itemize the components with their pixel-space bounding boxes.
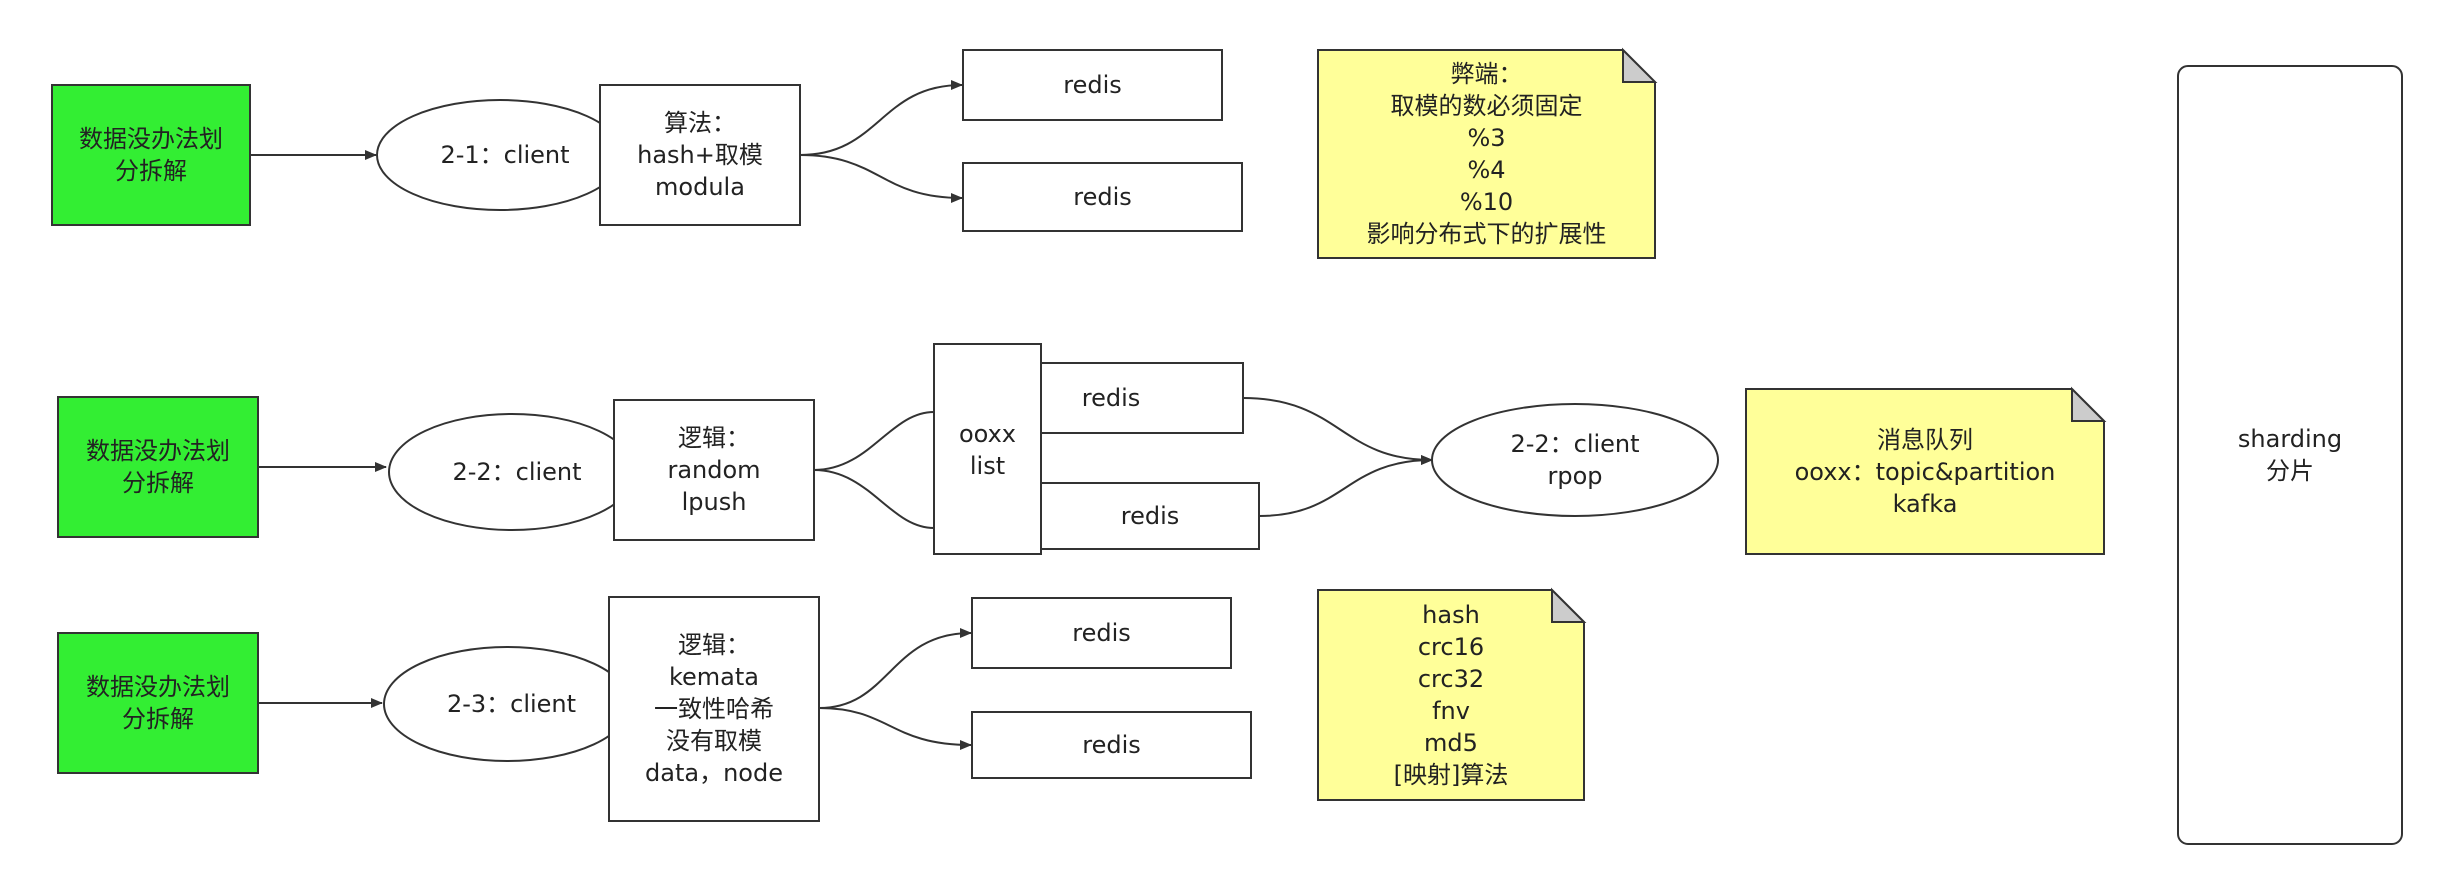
row3-source-label: 数据没办法划分拆解 [86,673,230,733]
row3-redis-a-box [971,597,1232,669]
row1-redis-b-label: redis [1073,183,1132,211]
row1-redis-b-box [962,162,1243,232]
row1-source-box [51,84,251,226]
row3-edge-to-redis-b [818,707,972,750]
sharding-box [2177,65,2403,845]
row3-redis-b-box [971,711,1252,779]
row1-edge-to-redis-b [799,154,963,203]
row2-client-label: 2-2：client [452,458,582,486]
row2-redis-a-box [1040,362,1244,434]
row2-edge-upper [813,411,935,471]
row3-logic-box [608,596,820,822]
row3-source-box [57,632,259,774]
row2-redis-a-label: redis [1081,384,1141,412]
row1-note-fold [1622,47,1658,83]
row2-consumer-ellipse [1431,403,1719,517]
row2-redis-b-label: redis [1120,502,1180,530]
row1-algo-box [599,84,801,226]
row3-redis-a-label: redis [1072,619,1131,647]
row1-redis-a-label: redis [1063,71,1122,99]
row2-source-label: 数据没办法划分拆解 [86,437,230,497]
row3-note-fold [1551,587,1587,623]
row2-list-box [933,343,1042,555]
row2-edge-lower [813,469,935,529]
row2-note-shape [1745,388,2105,555]
row3-note-shape [1317,589,1585,801]
row3-edge-to-redis-a [818,628,972,709]
row1-redis-a-box [962,49,1223,121]
row1-note-shape [1317,49,1656,259]
row2-edge-redis-a-to-consumer [1242,397,1433,465]
row2-note-fold [2071,386,2107,422]
row2-source-box [57,396,259,538]
row3-client-label: 2-3：client [446,690,577,718]
row1-source-label: 数据没办法划分拆解 [79,125,223,185]
row2-logic-box [613,399,815,541]
row1-client-label: 2-1：client [440,141,570,169]
row2-redis-b-box [1040,482,1260,550]
row1-edge-to-redis-a [799,80,963,156]
row3-redis-b-label: redis [1082,731,1141,759]
row2-edge-redis-b-to-consumer [1258,455,1433,517]
